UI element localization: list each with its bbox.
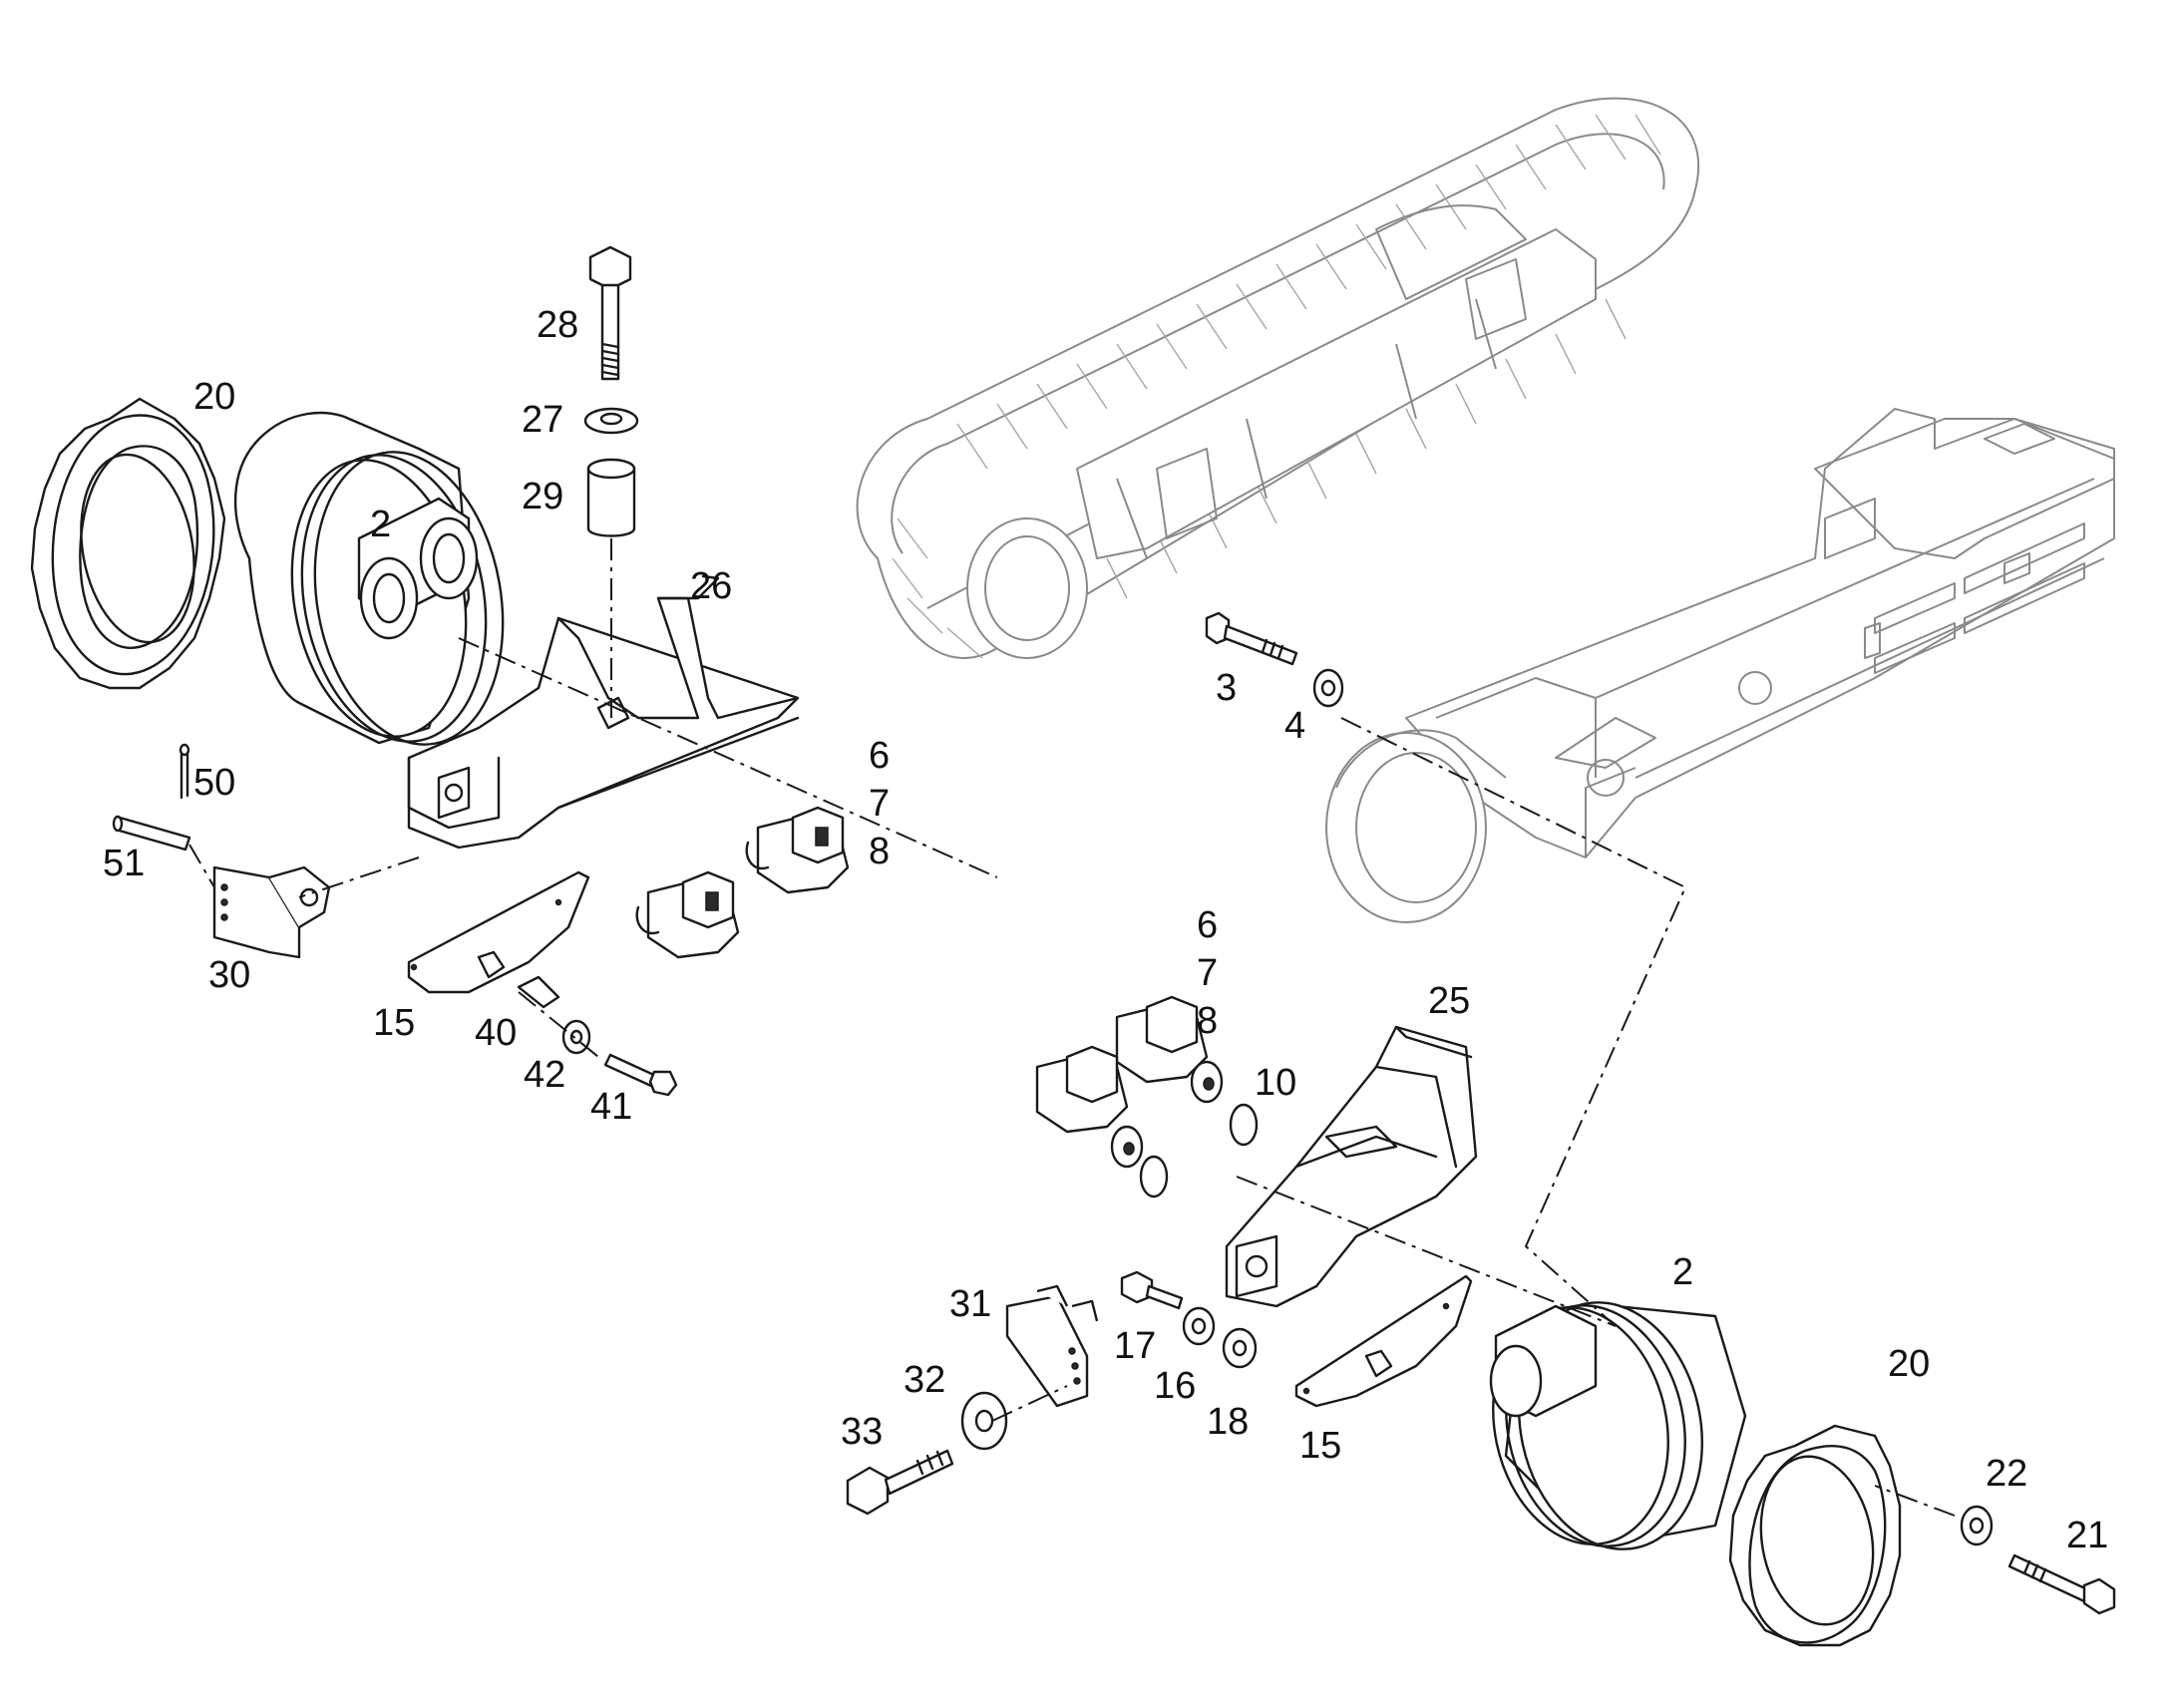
- final-drive-right: [1489, 1301, 1747, 1550]
- washer-4: [1312, 668, 1344, 708]
- callout-bolt-28: 28: [537, 304, 578, 346]
- boss-40: [517, 975, 560, 1009]
- washer-27: [583, 407, 639, 435]
- callout-sprocket-right: 20: [1888, 1343, 1930, 1385]
- callout-sprocket-left: 20: [193, 376, 235, 418]
- callout-valve-8-left: 8: [869, 831, 890, 872]
- bolt-17: [1120, 1270, 1184, 1310]
- track-frame-ghost: [1325, 408, 2115, 923]
- washer-18: [1222, 1327, 1258, 1369]
- callout-valve-6-left: 6: [869, 735, 890, 777]
- callout-cover-15-right: 15: [1299, 1425, 1341, 1467]
- callout-pin-51: 51: [103, 843, 145, 884]
- callout-bolt-33: 33: [841, 1411, 883, 1453]
- sprocket-left: [30, 397, 226, 690]
- bolt-28: [588, 245, 632, 381]
- washer-16: [1182, 1306, 1216, 1346]
- spacer-29: [586, 458, 636, 537]
- valve-right-upper: [1115, 995, 1224, 1104]
- callouts-right: 3 4 6 7 8 10 25 2 31 32 33 17 16 18 15 2…: [841, 667, 2108, 1556]
- cover-left-15: [407, 870, 590, 994]
- washer-32: [960, 1391, 1008, 1451]
- guard-bracket-25: [1225, 1025, 1478, 1308]
- plate-31: [1005, 1284, 1099, 1408]
- guard-bracket-26: [407, 574, 800, 850]
- callout-valve-7-right: 7: [1197, 952, 1218, 994]
- washer-22: [1960, 1505, 1994, 1546]
- valve-left-lower: [635, 870, 740, 959]
- callout-bolt-3: 3: [1216, 667, 1237, 709]
- valve-right-lower: [1035, 1045, 1144, 1169]
- plate-30: [212, 865, 331, 959]
- clip-50: [179, 743, 190, 800]
- callout-bolt-17: 17: [1114, 1325, 1156, 1367]
- callouts-left: 20 2 28 27 29 26 6 7 8 50 51 30 15 40 42…: [103, 304, 890, 1128]
- callout-valve-6-right: 6: [1197, 904, 1218, 946]
- callout-guard-26: 26: [690, 565, 732, 607]
- pin-51: [112, 815, 191, 852]
- crawler-track-ghost: [856, 97, 1700, 659]
- oring-10: [1139, 1103, 1259, 1198]
- bolt-3: [1205, 611, 1298, 666]
- cover-right-15: [1294, 1274, 1473, 1408]
- callout-washer-22: 22: [1986, 1453, 2027, 1495]
- callout-washer-4: 4: [1284, 705, 1305, 747]
- callout-washer-32: 32: [904, 1359, 945, 1401]
- callout-guard-25: 25: [1428, 980, 1470, 1022]
- callout-valve-7-left: 7: [869, 783, 890, 825]
- final-drive-left: [233, 411, 505, 746]
- callout-plate-30: 30: [208, 954, 250, 996]
- callout-plate-31: 31: [949, 1283, 991, 1325]
- callout-spacer-29: 29: [522, 476, 563, 517]
- callout-boss-40: 40: [475, 1012, 517, 1054]
- bolt-33: [846, 1449, 954, 1516]
- washer-42: [561, 1019, 591, 1055]
- callout-washer-18: 18: [1207, 1401, 1249, 1443]
- callout-washer-42: 42: [524, 1054, 565, 1096]
- leader-lines: [188, 538, 1956, 1517]
- callout-cover-15-left: 15: [373, 1002, 415, 1044]
- callout-clip-50: 50: [193, 762, 235, 804]
- callout-bolt-21: 21: [2066, 1515, 2108, 1556]
- callout-bolt-41: 41: [590, 1086, 632, 1128]
- callout-final-drive-right: 2: [1672, 1251, 1693, 1293]
- bolt-41: [603, 1053, 678, 1097]
- callout-valve-8-right: 8: [1197, 1000, 1218, 1042]
- callout-washer-16: 16: [1154, 1365, 1196, 1407]
- sprocket-right: [1728, 1424, 1902, 1647]
- callout-oring-10: 10: [1255, 1062, 1296, 1104]
- valve-left-upper: [745, 806, 850, 894]
- bolt-21: [2007, 1553, 2116, 1615]
- callout-washer-27: 27: [522, 399, 563, 441]
- callout-final-drive-left: 2: [370, 504, 391, 545]
